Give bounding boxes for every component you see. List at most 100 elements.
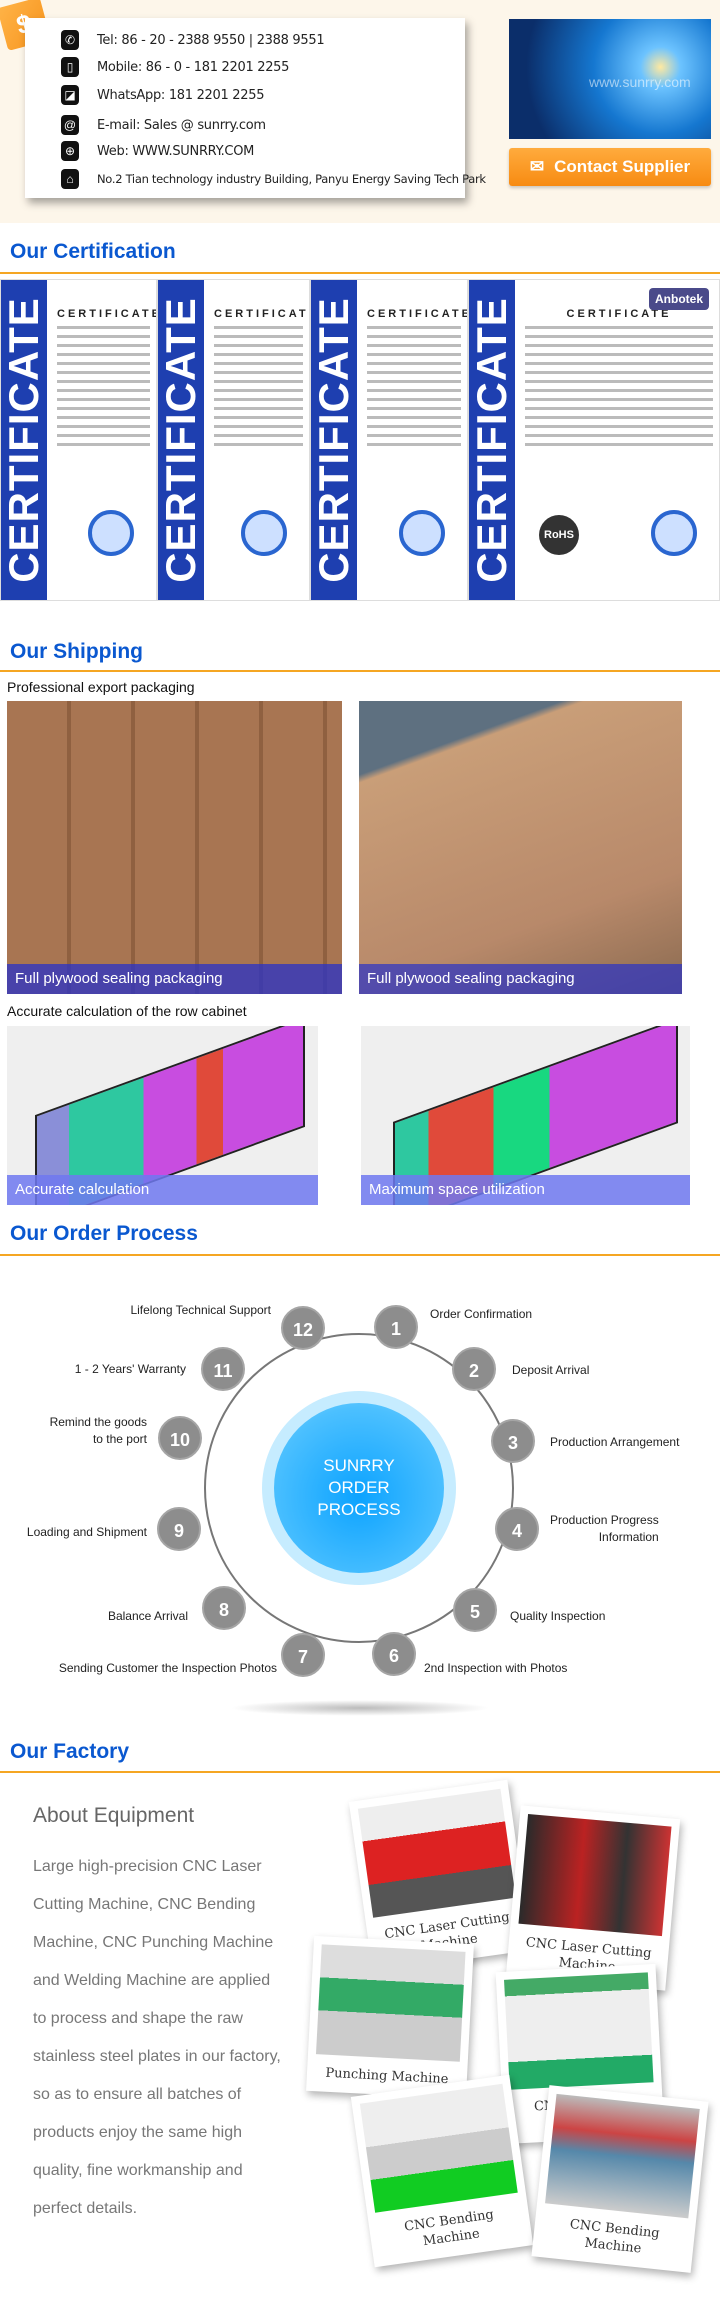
machine-image — [357, 1788, 516, 1918]
photo-caption: Full plywood sealing packaging — [7, 964, 342, 994]
step-11-marker: 11 — [201, 1347, 245, 1391]
packaging-photo-2: Full plywood sealing packaging — [359, 701, 682, 994]
certificate-band: CERTIFICATE — [158, 280, 204, 600]
whatsapp-icon: ◪ — [61, 85, 79, 105]
step-12-marker: 12 — [281, 1306, 325, 1350]
photo-caption: Full plywood sealing packaging — [359, 964, 682, 994]
step-11-label: 1 - 2 Years' Warranty — [75, 1361, 186, 1378]
mobile-text: Mobile: 86 - 0 - 181 2201 2255 — [97, 59, 290, 75]
step-6-marker: 6 — [372, 1632, 416, 1676]
photo-caption: Accurate calculation — [7, 1175, 318, 1205]
certificate-band: CERTIFICATE — [1, 280, 47, 600]
certificate-1[interactable]: CERTIFICATE CERTIFICATE — [0, 279, 157, 601]
band-text: CERTIFICATE — [310, 297, 357, 583]
web-text[interactable]: Web: WWW.SUNRRY.COM — [97, 143, 255, 159]
machine-image — [315, 1944, 466, 2062]
home-icon: ⌂ — [61, 169, 79, 189]
center-line: SUNRRY — [323, 1456, 395, 1475]
divider — [0, 1771, 720, 1773]
contact-row-mobile: ▯ Mobile: 86 - 0 - 181 2201 2255 — [61, 56, 289, 78]
step-5-label: Quality Inspection — [510, 1608, 605, 1625]
contact-supplier-button[interactable]: ✉Contact Supplier — [509, 148, 711, 186]
step-7-label: Sending Customer the Inspection Photos — [59, 1660, 277, 1677]
step-label-line: to the port — [92, 1432, 147, 1446]
band-text: CERTIFICATE — [468, 297, 515, 583]
watermark: www.sunrry.com — [589, 74, 691, 90]
section-title-factory: Our Factory — [10, 1740, 130, 1763]
factory-photo-5[interactable]: CNC Bending Machine — [350, 2074, 534, 2268]
certificate-document: CERTIFICATE — [367, 308, 467, 452]
divider — [0, 670, 720, 672]
anbotek-logo: Anbotek — [649, 288, 709, 310]
section-title-shipping: Our Shipping — [10, 640, 143, 663]
container-diagram-2: Maximum space utilization — [361, 1026, 690, 1205]
certificate-document: CERTIFICATE — [525, 308, 713, 452]
factory-photo-3[interactable]: Punching Machine — [306, 1935, 474, 2100]
container-diagram-1: Accurate calculation — [7, 1026, 318, 1205]
step-label-line: Lifelong Technical Support — [130, 1303, 271, 1317]
phone-icon: ✆ — [61, 30, 79, 50]
divider — [0, 272, 720, 274]
factory-photo-2[interactable]: CNC Laser Cutting Machine — [505, 1805, 681, 1991]
center-line: PROCESS — [317, 1500, 401, 1519]
email-icon: @ — [61, 115, 79, 135]
description-line: to process and shape the raw — [33, 2010, 243, 2027]
factory-photo-6[interactable]: CNC Bending Machine — [531, 2085, 709, 2273]
step-8-marker: 8 — [202, 1586, 246, 1630]
step-10-marker: 10 — [158, 1416, 202, 1460]
step-label-line: Information — [598, 1530, 659, 1544]
globe-icon: ⊕ — [61, 141, 79, 161]
doc-title: CERTIFICATE — [566, 308, 672, 320]
email-text[interactable]: E-mail: Sales @ sunrry.com — [97, 117, 266, 133]
contact-header: $ ✆Tel: 86 - 20 - 2388 9550 | 2388 9551 … — [0, 0, 720, 223]
certification-seal-icon — [399, 510, 445, 556]
photo-caption: Maximum space utilization — [361, 1175, 690, 1205]
certificate-document: CERTIFICATE — [57, 308, 157, 452]
website-banner-image: www.sunrry.com — [509, 19, 711, 139]
step-3-label: Production Arrangement — [550, 1434, 679, 1451]
doc-title: CERTIFICATE — [57, 308, 157, 320]
packaging-subtitle: Professional export packaging — [7, 679, 195, 695]
contact-card: ✆ Tel: 86 - 20 - 2388 9550 | 2388 9551 ▯ M… — [25, 18, 486, 198]
band-text: CERTIFICATE — [0, 297, 47, 583]
description-line: products enjoy the same high — [33, 2124, 243, 2141]
description-line: stainless steel plates in our factory, — [33, 2048, 281, 2065]
process-shadow — [230, 1700, 490, 1716]
certificate-band: CERTIFICATE — [311, 280, 357, 600]
description-line: Cutting Machine, CNC Bending — [33, 1896, 256, 1913]
doc-title: CERTIFICATE — [214, 308, 310, 320]
center-line: ORDER — [328, 1478, 390, 1497]
contact-row-web: ⊕ Web: WWW.SUNRRY.COM — [61, 140, 254, 162]
machine-image — [545, 2093, 700, 2219]
description-line: perfect details. — [33, 2200, 138, 2217]
step-2-label: Deposit Arrival — [512, 1362, 589, 1379]
tel-text: Tel: 86 - 20 - 2388 9550 | 2388 9551 — [97, 32, 325, 48]
contact-row-address: ⌂ No.2 Tian technology industry Building,… — [61, 168, 486, 190]
divider — [0, 1254, 720, 1256]
certificate-2[interactable]: CERTIFICATE CERTIFICATE — [157, 279, 310, 601]
step-label-line: Sending Customer the Inspection Photos — [58, 1661, 277, 1675]
step-label-line: Balance Arrival — [107, 1609, 188, 1623]
about-equipment-heading: About Equipment — [33, 1804, 195, 1827]
step-label-line: 1 - 2 Years' Warranty — [74, 1362, 186, 1376]
step-8-label: Balance Arrival — [108, 1608, 188, 1625]
certificate-3[interactable]: CERTIFICATE CERTIFICATE — [310, 279, 468, 601]
description-line: so as to ensure all batches of — [33, 2086, 242, 2103]
step-6-label: 2nd Inspection with Photos — [424, 1660, 567, 1677]
mobile-icon: ▯ — [61, 57, 79, 77]
step-3-marker: 3 — [491, 1419, 535, 1463]
step-label-line: 2nd Inspection with Photos — [424, 1661, 568, 1675]
section-title-certification: Our Certification — [10, 240, 176, 263]
address-text: No.2 Tian technology industry Building, … — [97, 172, 486, 186]
process-center: SUNRRY ORDER PROCESS — [274, 1403, 444, 1573]
contact-supplier-label: Contact Supplier — [554, 157, 691, 176]
step-label-line: Deposit Arrival — [512, 1363, 590, 1377]
description-line: quality, fine workmanship and — [33, 2162, 243, 2179]
contact-row-whatsapp: ◪WhatsApp: 181 2201 2255 — [61, 84, 264, 106]
rohs-logo: RoHS — [539, 515, 579, 555]
band-text: CERTIFICATE — [157, 297, 204, 583]
step-1-label: Order Confirmation — [430, 1306, 532, 1323]
